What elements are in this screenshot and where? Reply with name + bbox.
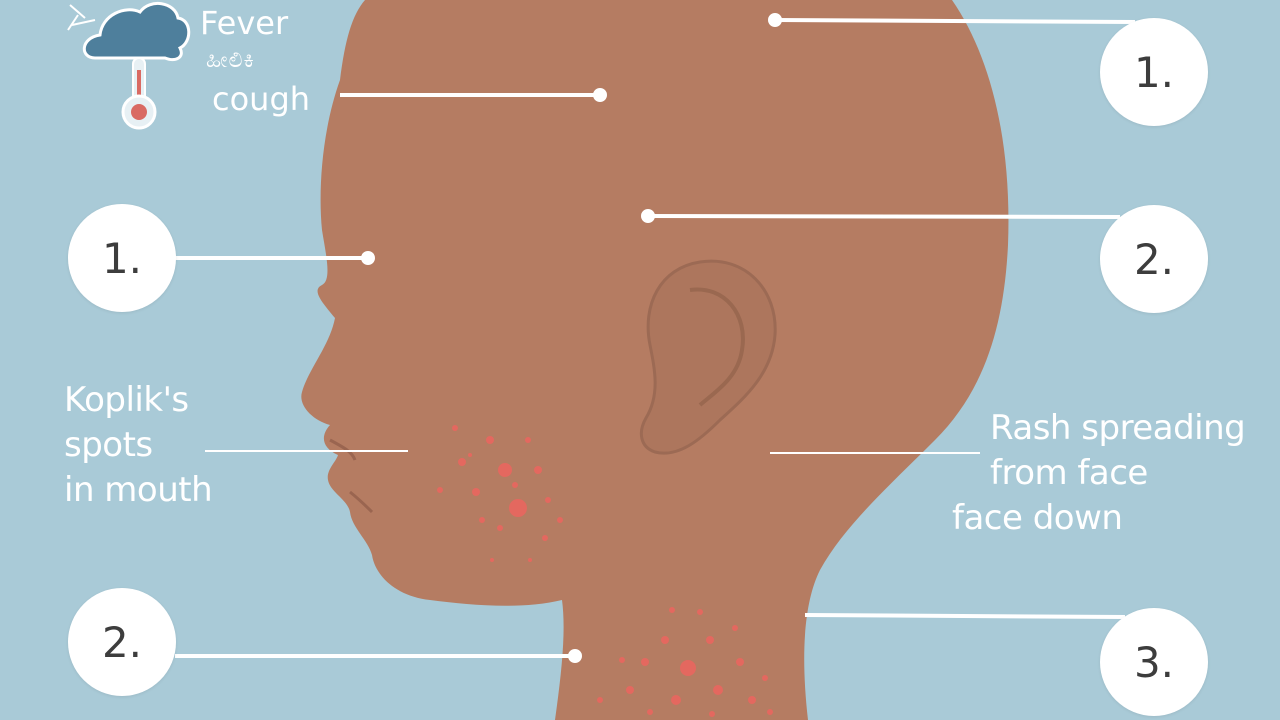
dot-left-top <box>361 251 375 265</box>
dot-right-top <box>768 13 782 27</box>
koplik-line-2: spots <box>64 425 153 465</box>
dot-cough <box>593 88 607 102</box>
cheek-rash <box>437 425 563 562</box>
badge-right-bottom: 3. <box>1100 608 1208 716</box>
rash-line-1: Rash spreading <box>990 408 1246 448</box>
fever-label: Fever <box>200 4 289 42</box>
rash-line-3: face down <box>952 498 1123 538</box>
ear-inner <box>689 287 745 407</box>
cloud-thermometer-icon <box>67 2 191 130</box>
koplik-line-3: in mouth <box>64 470 213 510</box>
line-right-mid <box>647 214 1121 219</box>
dot-right-mid <box>641 209 655 223</box>
dot-left-bottom <box>568 649 582 663</box>
badge-right-top: 1. <box>1100 18 1208 126</box>
koplik-line-1: Koplik's <box>64 380 189 420</box>
rash-line-2: from face <box>990 453 1148 493</box>
garbled-label: ಹೀಲಿಕಿ <box>206 48 255 73</box>
cough-label: cough <box>212 80 311 118</box>
line-right-bottom <box>804 613 1126 619</box>
koplik-label: Koplik's spots in mouth <box>64 378 213 513</box>
ear <box>639 259 777 455</box>
badge-left-top: 1. <box>68 204 176 312</box>
leader-lines <box>175 13 1136 663</box>
line-right-top <box>774 18 1136 24</box>
neck-rash <box>597 607 773 717</box>
badge-right-mid: 2. <box>1100 205 1208 313</box>
symptom-notes: Fever ಹೀಲಿಕಿ cough <box>200 0 310 122</box>
badge-left-bottom: 2. <box>68 588 176 696</box>
rash-label: Rash spreading from face face down <box>952 406 1246 541</box>
